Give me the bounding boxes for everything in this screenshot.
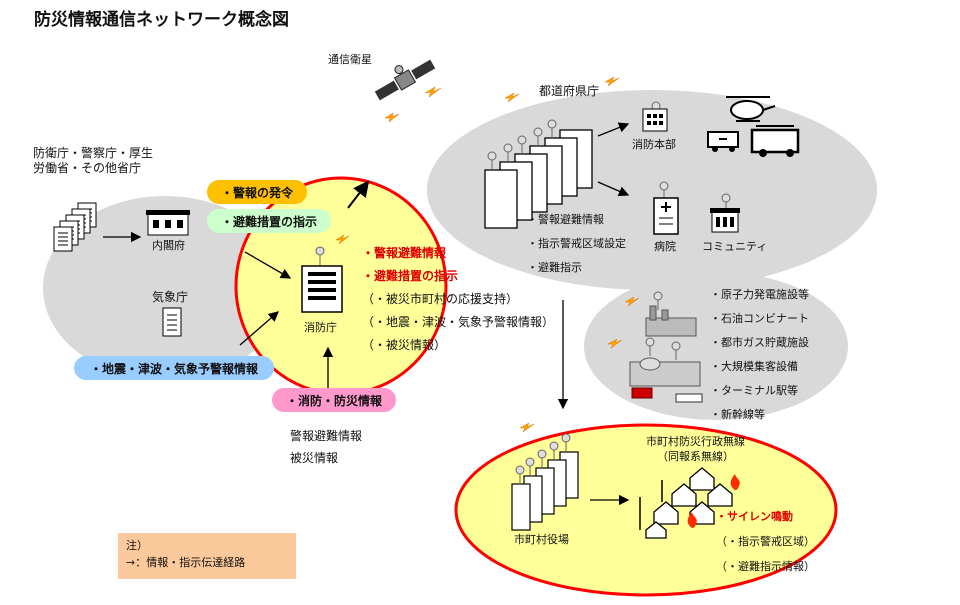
hospital-label: 病院 <box>654 240 676 253</box>
community-label: コミュニティ <box>702 240 768 253</box>
signal-bolt-icons <box>335 76 640 433</box>
factory-icon <box>645 291 697 337</box>
quake-tsunami-pill: ・地震・津波・気象予警報情報 <box>74 356 274 380</box>
warning-issue-pill: ・警報の発令 <box>207 180 307 204</box>
meteorological-agency-label: 気象庁 <box>152 290 189 304</box>
cabinet-office-label: 内閣府 <box>152 239 185 252</box>
fire-hq-icon <box>642 108 668 132</box>
facility-5: ・ターミナル駅等 <box>710 384 798 397</box>
siren-poles-icon <box>639 480 663 530</box>
fdma-building-icon <box>301 246 343 313</box>
fdma-info-red-2: ・避難措置の指示 <box>362 269 459 283</box>
prefecture-info-list: ・警報避難情報 ・指示警戒区域設定 ・避難指示 <box>527 208 626 280</box>
municipal-radio-line-2: （同報系無線） <box>657 450 734 463</box>
facility-4: ・大規模集客設備 <box>710 360 798 373</box>
siren-list: ・サイレン鳴動 （・指示警戒区域） （・避難指示情報） <box>716 504 815 579</box>
facilities-list: ・原子力発電施設等 ・石油コンビナート ・都市ガス貯蔵施設 ・大規模集客設備 ・… <box>710 283 809 427</box>
ambulance-icon <box>707 131 739 152</box>
fdma-info-3: （・被災情報） <box>362 338 447 352</box>
hospital-icon <box>653 197 679 235</box>
below-fire-2: 被災情報 <box>290 451 339 465</box>
fdma-info-red-1: ・警報避難情報 <box>362 246 447 260</box>
fire-icon <box>687 474 740 528</box>
facility-2: ・石油コンビナート <box>710 312 809 325</box>
fdma-info-2: （・地震・津波・気象予警報情報） <box>362 315 555 329</box>
facility-6: ・新幹線等 <box>710 408 765 421</box>
siren-info-2: （・避難指示情報） <box>716 560 815 573</box>
building-icon <box>146 210 190 236</box>
evacuation-order-pill: ・避難措置の指示 <box>207 209 331 233</box>
note-line: →：情報・指示伝達経路 <box>126 556 246 569</box>
municipal-radio-line-1: 市町村防災行政無線 <box>646 435 745 448</box>
community-icon <box>710 208 740 233</box>
city-hall-buildings-icon <box>511 451 579 531</box>
satellite-icon <box>374 59 436 101</box>
siren-red: ・サイレン鳴動 <box>716 510 793 523</box>
prefecture-info-3: ・避難指示 <box>527 261 582 274</box>
prefecture-info-1: ・警報避難情報 <box>527 213 604 226</box>
facility-3: ・都市ガス貯蔵施設 <box>710 336 809 349</box>
below-fire-list: 警報避難情報 被災情報 <box>290 425 362 469</box>
satellite-label: 通信衛星 <box>328 53 372 66</box>
ministries-line-1: 防衛庁・警察庁・厚生 <box>33 146 154 160</box>
prefecture-buildings-icon <box>484 129 593 229</box>
fdma-info-1: （・被災市町村の応援支持） <box>362 292 519 306</box>
page-title: 防災情報通信ネットワーク概念図 <box>34 10 289 30</box>
municipal-radio-label: 市町村防災行政無線 （同報系無線） <box>646 434 745 464</box>
below-fire-1: 警報避難情報 <box>290 429 363 443</box>
siren-info-1: （・指示警戒区域） <box>716 535 815 548</box>
facility-1: ・原子力発電施設等 <box>710 288 809 301</box>
government-ellipse <box>43 196 287 380</box>
document-icon <box>162 307 182 337</box>
ministries-label: 防衛庁・警察庁・厚生 労働省・その他省庁 <box>33 146 153 176</box>
city-facilities-icon <box>629 337 703 403</box>
helicopter-icon <box>726 96 776 122</box>
legend-note: 注） →：情報・指示伝達経路 <box>118 533 296 579</box>
fire-hq-label: 消防本部 <box>632 138 676 151</box>
ministries-line-2: 労働省・その他省庁 <box>33 161 142 175</box>
city-hall-label: 市町村役場 <box>514 533 569 546</box>
fire-truck-icon <box>750 125 800 157</box>
note-title: 注） <box>126 539 148 552</box>
fdma-label: 消防庁 <box>304 321 337 334</box>
fire-disaster-pill: ・消防・防災情報 <box>272 388 396 412</box>
prefecture-info-2: ・指示警戒区域設定 <box>527 237 626 250</box>
prefecture-label: 都道府県庁 <box>539 84 600 98</box>
fdma-info-list: ・警報避難情報 ・避難措置の指示 （・被災市町村の応援支持） （・地震・津波・気… <box>362 242 554 357</box>
